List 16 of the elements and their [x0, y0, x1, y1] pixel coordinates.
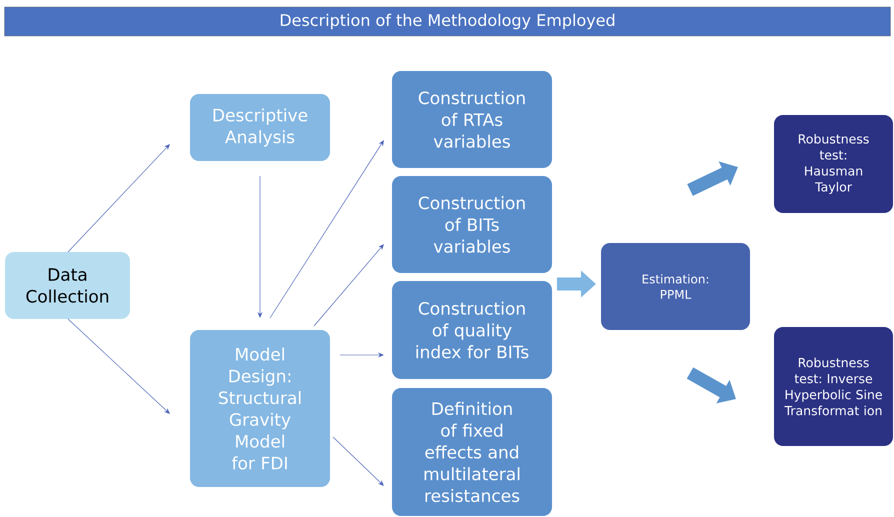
process-box: Descriptive Analysis	[190, 94, 330, 161]
process-box: Construction of RTAs variables	[392, 71, 552, 168]
title-band: Description of the Methodology Employed	[4, 6, 891, 36]
process-box: Robustness test: Inverse Hyperbolic Sine Transformat ion	[774, 327, 893, 446]
process-box: Definition of fixed effects and multilateral resistances	[392, 388, 552, 516]
arrow	[314, 244, 384, 326]
process-box: Robustness test: Hausman Taylor	[774, 115, 893, 213]
process-box: Construction of quality index for BITs	[392, 281, 552, 379]
arrow	[68, 144, 170, 252]
process-box: Construction of BITs variables	[392, 176, 552, 273]
process-box: Model Design: Structural Gravity Model for FDI	[190, 330, 330, 487]
arrow	[270, 140, 384, 318]
process-box: Data Collection	[5, 252, 130, 319]
arrow	[68, 318, 170, 414]
process-box: Estimation: PPML	[601, 243, 750, 330]
arrow	[332, 436, 384, 486]
